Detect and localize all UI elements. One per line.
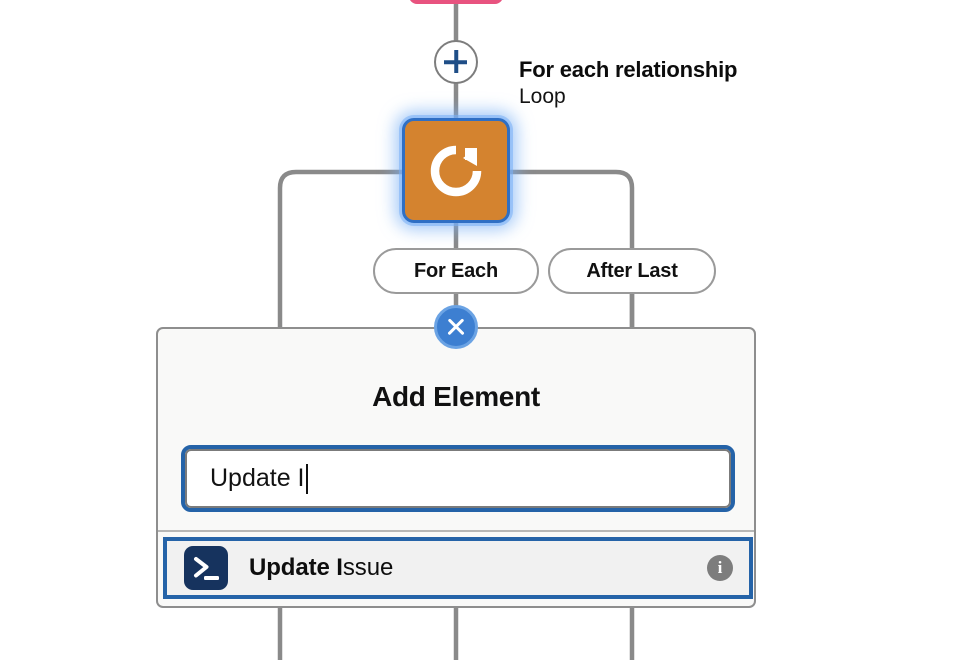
- result-item-label: Update Issue: [249, 554, 393, 582]
- dialog-title: Add Element: [372, 381, 540, 412]
- loop-node-caption: For each relationship Loop: [519, 57, 737, 109]
- loop-node[interactable]: [402, 118, 510, 223]
- close-dialog-button[interactable]: [434, 305, 478, 349]
- terminal-icon: [184, 546, 228, 590]
- search-input-value: Update I: [210, 464, 305, 492]
- loop-refresh-icon: [425, 140, 487, 202]
- search-input-text-wrapper: Update I: [185, 463, 308, 494]
- add-element-dialog: Add Element Update I Update Issue i: [156, 327, 756, 608]
- results-divider: [158, 530, 754, 532]
- upstream-node-stub[interactable]: [409, 0, 503, 4]
- info-icon[interactable]: i: [707, 555, 733, 581]
- text-caret: [305, 463, 308, 494]
- loop-node-title: For each relationship: [519, 57, 738, 82]
- add-step-plus-button[interactable]: [434, 40, 478, 84]
- branch-pill-after-last[interactable]: After Last: [548, 248, 716, 294]
- result-item-rest-text: ssue: [342, 554, 394, 581]
- loop-node-subtitle: Loop: [519, 84, 566, 108]
- result-item-update-issue[interactable]: Update Issue i: [163, 537, 753, 599]
- search-input[interactable]: Update I: [181, 445, 735, 512]
- branch-pill-for-each[interactable]: For Each: [373, 248, 539, 294]
- result-item-match-text: Update I: [249, 554, 343, 581]
